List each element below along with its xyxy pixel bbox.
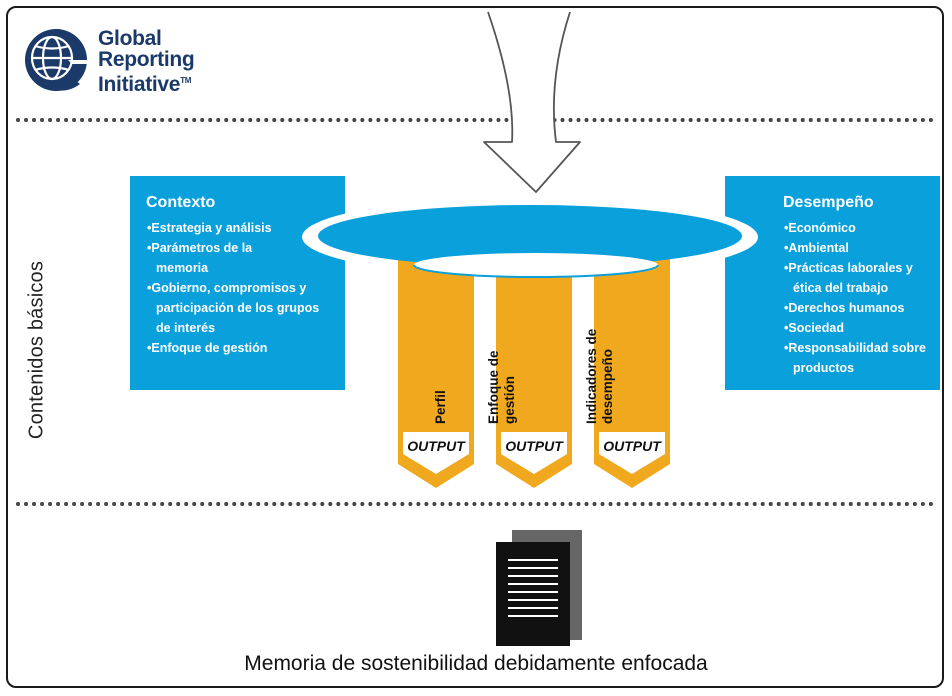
- performance-box: Desempeño Económico Ambiental Prácticas …: [725, 176, 940, 390]
- output-columns: [398, 250, 670, 488]
- performance-item: Sociedad: [783, 318, 932, 338]
- performance-item: Derechos humanos: [783, 298, 932, 318]
- context-list: Estrategia y análisis Parámetros de la m…: [146, 218, 333, 358]
- input-arrow: [483, 11, 581, 193]
- output-label-3: OUTPUT: [603, 438, 661, 454]
- caption: Memoria de sostenibilidad debidamente en…: [244, 652, 708, 675]
- context-item: Parámetros de la memoria: [146, 238, 266, 278]
- output-tag-1: [403, 432, 469, 474]
- output-label-1: OUTPUT: [407, 438, 465, 454]
- performance-item: Responsabilidad sobre productos: [783, 338, 943, 378]
- column-indicadores: [594, 250, 670, 488]
- performance-title: Desempeño: [783, 194, 874, 211]
- performance-list: Económico Ambiental Prácticas laborales …: [783, 218, 932, 378]
- blue-ring: [318, 205, 742, 267]
- performance-item: Prácticas laborales y ética del trabajo: [783, 258, 923, 298]
- ring-opening: [414, 253, 658, 277]
- column-perfil: [398, 250, 474, 488]
- context-item: Enfoque de gestión: [146, 338, 333, 358]
- output-tag-3: [599, 432, 665, 474]
- context-item: Gobierno, compromisos y participación de…: [146, 278, 321, 338]
- logo-line-2: Reporting: [98, 48, 195, 71]
- performance-item: Ambiental: [783, 238, 932, 258]
- trademark-mark: TM: [180, 76, 192, 85]
- performance-item: Económico: [783, 218, 932, 238]
- gri-logo: Global Reporting InitiativeTM: [22, 24, 222, 96]
- column-enfoque: [496, 250, 572, 488]
- context-item: Estrategia y análisis: [146, 218, 333, 238]
- context-box: Contexto Estrategia y análisis Parámetro…: [130, 176, 345, 390]
- globe-icon: [25, 29, 88, 91]
- logo-line-1: Global: [98, 27, 162, 50]
- logo-line-3: InitiativeTM: [98, 73, 192, 96]
- context-title: Contexto: [146, 194, 216, 211]
- document-icon: [496, 530, 582, 646]
- output-tag-2: [501, 432, 567, 474]
- ring-opening-edge: [413, 264, 659, 278]
- top-dotted-divider: [16, 118, 934, 122]
- output-label-2: OUTPUT: [505, 438, 563, 454]
- bottom-dotted-divider: [16, 502, 934, 506]
